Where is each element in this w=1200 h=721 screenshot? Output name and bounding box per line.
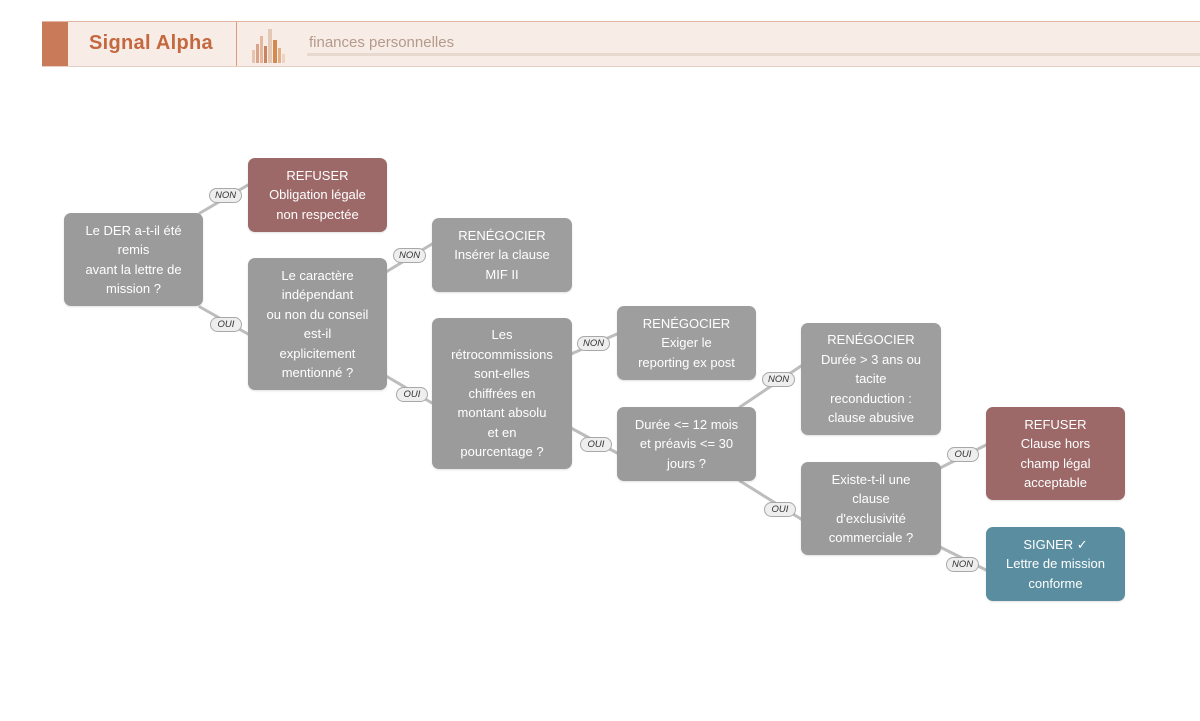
bar-chart-logo-icon — [252, 29, 285, 63]
edge-label-exclu-oui: OUI — [947, 447, 979, 462]
tagline: finances personnelles — [309, 34, 455, 51]
edge-label-der-non: NON — [209, 188, 243, 203]
brand-name[interactable]: Signal Alpha — [89, 32, 213, 54]
edge-label-indep-oui: OUI — [396, 387, 428, 402]
outcome-refuser-obligation-legale[interactable]: REFUSER Obligation légale non respectée — [248, 158, 387, 232]
edge-label-retro-oui: OUI — [580, 437, 612, 452]
edge-label-duree-oui: OUI — [764, 502, 796, 517]
question-exclusivite[interactable]: Existe-t-il une clause d'exclusivité com… — [801, 462, 941, 555]
edge-label-duree-non: NON — [762, 372, 796, 387]
brand-color-block — [42, 22, 68, 66]
outcome-renegocier-duree[interactable]: RENÉGOCIER Durée > 3 ans ou tacite recon… — [801, 323, 941, 435]
edge-label-retro-non: NON — [577, 336, 611, 351]
header-divider — [236, 22, 237, 66]
tagline-underline — [307, 53, 1200, 56]
outcome-refuser-clause-hors-champ[interactable]: REFUSER Clause hors champ légal acceptab… — [986, 407, 1125, 500]
question-der-remis[interactable]: Le DER a-t-il été remis avant la lettre … — [64, 213, 203, 306]
outcome-renegocier-mif[interactable]: RENÉGOCIER Insérer la clause MIF II — [432, 218, 572, 292]
outcome-signer-lettre[interactable]: SIGNER ✓ Lettre de mission conforme — [986, 527, 1125, 601]
question-independance-conseil[interactable]: Le caractère indépendant ou non du conse… — [248, 258, 387, 390]
app-header: Signal Alpha finances personnelles — [42, 21, 1200, 67]
edge-label-der-oui: OUI — [210, 317, 242, 332]
question-duree-preavis[interactable]: Durée <= 12 mois et préavis <= 30 jours … — [617, 407, 756, 481]
question-retrocommissions[interactable]: Les rétrocommissions sont-elles chiffrée… — [432, 318, 572, 469]
outcome-renegocier-reporting[interactable]: RENÉGOCIER Exiger le reporting ex post — [617, 306, 756, 380]
edge-label-indep-non: NON — [393, 248, 427, 263]
edge-label-exclu-non: NON — [946, 557, 980, 572]
